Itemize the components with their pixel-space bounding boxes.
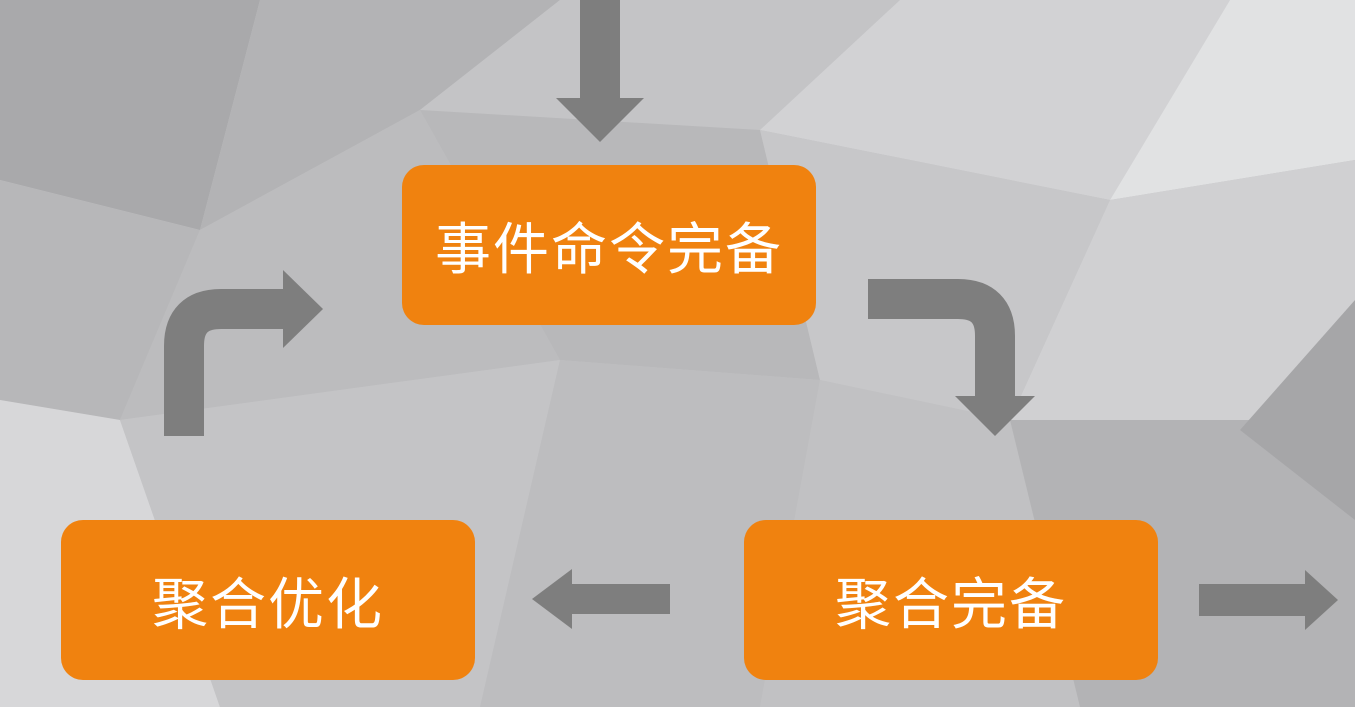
node-label: 聚合优化 — [152, 572, 384, 638]
arrow-into-top-node — [556, 0, 644, 142]
node-label: 聚合完备 — [835, 572, 1067, 638]
node-event-command-complete: 事件命令完备 — [402, 165, 816, 325]
arrow-left-to-top — [164, 270, 323, 436]
arrow-top-to-right — [868, 279, 1035, 436]
arrow-out-of-right-node — [1199, 570, 1338, 630]
node-label: 事件命令完备 — [435, 217, 783, 283]
arrow-right-to-left — [532, 569, 670, 629]
node-aggregate-optimize: 聚合优化 — [61, 520, 475, 680]
node-aggregate-complete: 聚合完备 — [744, 520, 1158, 680]
